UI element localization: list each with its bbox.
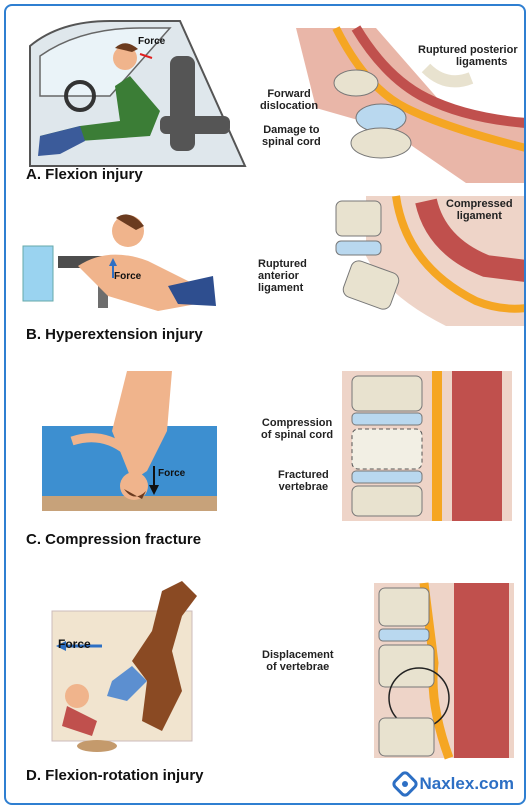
label-compressed-ligament: Compressed ligament — [446, 198, 513, 222]
panel-title: A. Flexion injury — [26, 166, 143, 183]
label-ruptured-anterior: Ruptured anterior ligament — [258, 258, 307, 294]
car-scene-illustration — [29, 20, 247, 167]
force-label: Force — [114, 271, 142, 282]
spine-flexion-diagram — [296, 25, 524, 183]
panel-title: D. Flexion-rotation injury — [26, 767, 204, 784]
brand-logo: Naxlex.com — [391, 771, 515, 797]
spine-compression-diagram — [342, 371, 512, 521]
spine-hyperextension-diagram — [335, 195, 524, 326]
panel-title: B. Hyperextension injury — [26, 326, 203, 343]
label-fractured-vertebrae: Fractured vertebrae — [278, 469, 329, 493]
label-compression-spinal-cord: Compression of spinal cord — [261, 417, 334, 441]
panel-compression: Force C. Compression fracture Compressio… — [6, 371, 524, 571]
label-ruptured-posterior: Ruptured posterior ligaments — [418, 44, 518, 68]
force-label: Force — [58, 637, 91, 651]
force-label: Force — [158, 468, 186, 479]
spine-flexion-rotation-diagram — [374, 582, 514, 760]
label-displacement-vertebrae: Displacement of vertebrae — [262, 649, 334, 673]
panel-title: C. Compression fracture — [26, 531, 202, 548]
force-label: Force — [138, 36, 166, 47]
panel-hyperextension: Force B. Hyperextension injury Compresse… — [6, 195, 524, 371]
brand-name: Naxlex.com — [419, 774, 515, 793]
panel-flexion-rotation: Force D. Flexion-rotation injury Displac… — [6, 571, 524, 803]
figure-frame: Force A. Flexion injury Ruptured posteri… — [4, 4, 526, 805]
panel-flexion: Force A. Flexion injury Ruptured posteri… — [6, 6, 524, 196]
naxlex-logo-icon — [391, 771, 418, 797]
horse-scene-illustration — [51, 581, 197, 752]
diving-scene-illustration — [42, 371, 217, 511]
hyperextension-scene-illustration — [22, 214, 216, 311]
label-damage-spinal-cord: Damage to spinal cord — [262, 124, 321, 148]
label-forward-dislocation: Forward dislocation — [260, 88, 319, 112]
